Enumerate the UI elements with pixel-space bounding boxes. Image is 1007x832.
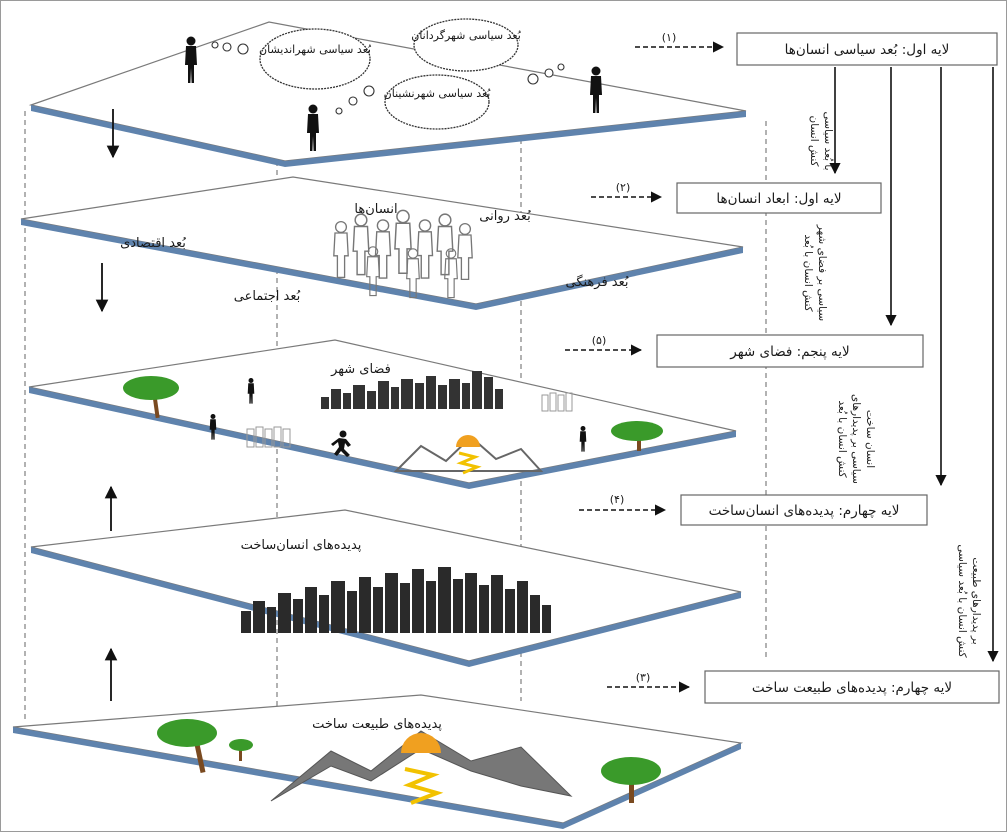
label-box-1: لایه اول: بُعد سیاسی انسان‌ها: [736, 32, 998, 66]
action-label-1-line-2: با بُعد سیاسی: [822, 111, 834, 170]
cloud-shahr-andishan: بُعد سیاسی شهراندیشان: [259, 28, 372, 90]
layer-3-tree-right-icon: [611, 421, 663, 451]
layer-3-skyline: [321, 371, 503, 409]
label-social-dimension: بُعد اجتماعی: [234, 289, 302, 304]
action-label-1-line-1: کنش انسان: [808, 115, 820, 166]
layer-2-plate: [20, 176, 744, 310]
box-number-5: (۵): [592, 334, 607, 347]
label-box-4: لایه چهارم: پدیده‌های انسان‌ساخت: [680, 494, 928, 526]
dashed-arrows: [565, 41, 725, 693]
label-box-2-text: لایه اول: ابعاد انسان‌ها: [716, 191, 841, 207]
left-arrows: [95, 109, 120, 701]
layer-3-mountains-icon: [393, 435, 544, 475]
layer-5-tree-left-icon: [157, 719, 253, 774]
box-number-2: (۲): [616, 181, 631, 194]
action-label-4-line-1: کنش انسان با بُعد سیاسی: [956, 544, 968, 657]
label-humans: انسان‌ها: [354, 202, 397, 217]
action-label-4-line-2: بر پدیدارهای طبیعت: [970, 557, 982, 644]
layer-3-plate: [28, 339, 737, 489]
box-number-3: (۳): [636, 671, 651, 684]
cloud-shahr-neshinan: بُعد سیاسی شهرنشینان: [384, 74, 492, 130]
label-culture-dimension: بُعد فرهنگی: [565, 274, 629, 290]
action-label-3-line-2: سیاسی بر پدیدارهای: [850, 394, 862, 484]
cloud-text-3: بُعد سیاسی شهرنشینان: [384, 87, 492, 100]
layer-3-crowd-left-icon: [246, 426, 291, 448]
label-box-5: لایه پنجم: فضای شهر: [656, 334, 924, 368]
label-psych-dimension: بُعد روانی: [479, 209, 531, 224]
layer-2-crowd: [333, 209, 473, 299]
layer-3-people-icons: [209, 378, 587, 457]
runner-icon: [331, 430, 351, 457]
layer-5-tree-right-icon: [601, 757, 661, 803]
label-box-3-text: لایه چهارم: پدیده‌های طبیعت ساخت: [752, 680, 952, 696]
layer-4-skyline: [241, 567, 551, 633]
label-box-5-text: لایه پنجم: فضای شهر: [729, 344, 849, 360]
action-label-2: کنش انسان با بُعد سیاسی بر فضای شهر: [802, 224, 828, 321]
action-label-4: کنش انسان با بُعد سیاسی بر پدیدارهای طبی…: [956, 544, 982, 657]
action-label-2-line-2: سیاسی بر فضای شهر: [816, 224, 828, 321]
box-number-1: (۱): [662, 31, 677, 44]
layer-3-tree-left-icon: [123, 376, 179, 419]
label-box-1-text: لایه اول: بُعد سیاسی انسان‌ها: [785, 42, 950, 58]
box-number-4: (۴): [610, 493, 625, 506]
label-box-3: لایه چهارم: پدیده‌های طبیعت ساخت: [704, 670, 1000, 704]
action-label-3-line-3: انسان ساخت: [864, 410, 876, 468]
action-label-2-line-1: کنش انسان با بُعد: [802, 234, 814, 311]
box-numbers: (۱) (۲) (۵) (۴) (۳): [592, 31, 677, 684]
layer-3-crowd-right-icon: [541, 392, 573, 412]
label-box-4-text: لایه چهارم: پدیده‌های انسان‌ساخت: [709, 503, 900, 519]
layer-5-mountains-icon: [270, 730, 573, 805]
action-label-3: کنش انسان با بُعد سیاسی بر پدیدارهای انس…: [836, 394, 876, 484]
action-label-3-line-1: کنش انسان با بُعد: [836, 400, 848, 477]
label-box-2: لایه اول: ابعاد انسان‌ها: [676, 182, 882, 214]
layer-1-clouds: بُعد سیاسی شهرگردانان بُعد سیاسی شهراندی…: [211, 18, 565, 130]
action-label-1: کنش انسان با بُعد سیاسی: [808, 111, 834, 170]
cloud-shahr-gardanan: بُعد سیاسی شهرگردانان: [411, 18, 522, 72]
label-city-space: فضای شهر: [330, 362, 391, 377]
cloud-text-1: بُعد سیاسی شهرگردانان: [411, 29, 521, 42]
label-nature-made: پدیده‌های طبیعت ساخت: [312, 717, 442, 732]
cloud-text-2: بُعد سیاسی شهراندیشان: [259, 43, 372, 56]
label-man-made: پدیده‌های انسان‌ساخت: [241, 538, 362, 553]
action-arrows: [829, 67, 999, 663]
label-econ-dimension: بُعد اقتصادی: [120, 236, 187, 251]
